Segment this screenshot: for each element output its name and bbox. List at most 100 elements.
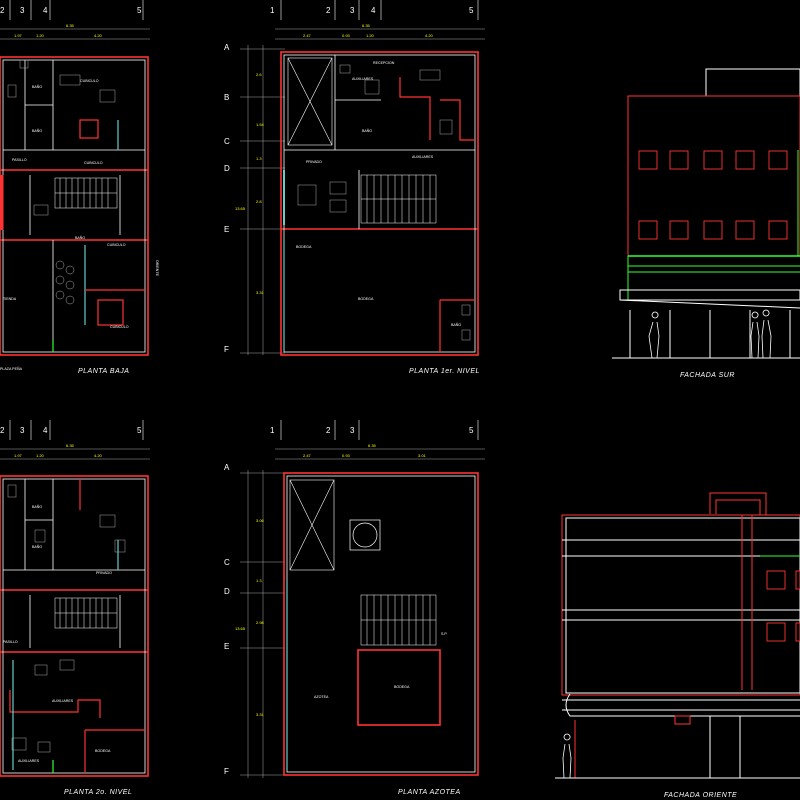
- grid-label: 3: [20, 6, 25, 15]
- dimension-text: 13.65: [235, 206, 246, 211]
- room-label: BAÑO: [32, 84, 42, 89]
- dimension-text: 1.20: [36, 33, 45, 38]
- dimension-text: 2.47: [303, 33, 312, 38]
- room-label: PASILLO: [12, 158, 27, 162]
- dimension-text: 2.8: [256, 199, 262, 204]
- outer-walls: [0, 475, 149, 777]
- elevation-title: FACHADA SUR: [680, 372, 735, 379]
- room-label: BODEGA: [95, 749, 111, 753]
- grid-row-label: E: [224, 225, 229, 234]
- plan-title: PLANTA 1er. NIVEL: [409, 368, 480, 375]
- staircase: [360, 174, 437, 224]
- elevation-fachada-sur: FACHADA SUR: [612, 68, 800, 379]
- grid-label: 5: [137, 6, 142, 15]
- grid-label: 2: [326, 6, 331, 15]
- dimension-text: 4.20: [94, 453, 103, 458]
- grid-label: 5: [469, 426, 474, 435]
- dimension-text: 3.31: [256, 712, 265, 717]
- room-label: PRIVADO: [306, 160, 322, 164]
- room-label: CUBICULO: [107, 243, 126, 247]
- staircase: [360, 594, 437, 646]
- dimension-text: 6.35: [66, 443, 75, 448]
- elevation-fachada-oriente: FACHADA ORIENTE: [555, 492, 800, 799]
- room-label: BAÑO: [75, 235, 85, 240]
- grid-column-markers: [9, 420, 144, 440]
- dimension-text: 2.47: [303, 453, 312, 458]
- grid-label: 2: [0, 6, 5, 15]
- dimension-text: 3.01: [418, 453, 427, 458]
- room-label: BAÑO: [32, 504, 42, 509]
- grid-label: 1: [270, 6, 275, 15]
- grid-label: 1: [270, 426, 275, 435]
- grid-label: 4: [371, 6, 376, 15]
- staircase: [54, 597, 118, 629]
- dimension-text: 2.98: [256, 620, 265, 625]
- dimension-lines: [240, 28, 485, 355]
- room-label: CUBICULO: [110, 325, 129, 329]
- dimension-text: 6.35: [368, 443, 377, 448]
- dimension-text: 6.35: [362, 23, 371, 28]
- room-label: AUXILIARES: [18, 759, 40, 763]
- room-label: PASILLO: [3, 640, 18, 644]
- room-label: BAÑO: [362, 128, 372, 133]
- room-label: AUXILIARES: [352, 77, 374, 81]
- dimension-text: 4.20: [425, 33, 434, 38]
- room-label: BAÑO: [32, 544, 42, 549]
- room-label: BAÑO: [32, 128, 42, 133]
- facade-windows: [638, 150, 788, 240]
- room-label: BAÑO: [451, 322, 461, 327]
- grid-row-label: A: [224, 463, 230, 472]
- dimension-text: 1.20: [36, 453, 45, 458]
- dimension-lines: [0, 448, 150, 460]
- dimension-lines: [0, 28, 150, 40]
- street-label: PLAZA PEÑA: [0, 366, 23, 371]
- accent-walls: [9, 479, 145, 773]
- grid-row-label: F: [224, 767, 229, 776]
- room-label: BODEGA: [296, 245, 312, 249]
- room-label: AUXILIARES: [52, 699, 74, 703]
- dimension-text: 1.54: [256, 122, 265, 127]
- orientation-label: ORIENTE: [155, 260, 159, 277]
- furniture: [7, 484, 126, 753]
- grid-label: 3: [350, 6, 355, 15]
- facade-windows: [766, 570, 800, 642]
- outer-walls: [280, 51, 479, 356]
- room-label: BODEGA: [394, 685, 410, 689]
- room-label: TIENDA: [3, 297, 17, 301]
- plan-planta-baja: 2 3 4 5 6.35 1.97 1.20 4.20: [0, 0, 159, 375]
- room-label: AZOTEA: [314, 695, 329, 699]
- grid-row-label: F: [224, 345, 229, 354]
- outer-walls: [283, 472, 479, 776]
- water-tank: [349, 519, 381, 551]
- plan-planta-1er-nivel: 1 2 3 4 5 6.35 2.47 0.93 1.20 4.20 2.6 1…: [224, 0, 485, 375]
- inner-walls: [2, 478, 146, 774]
- room-label: RECEPCION: [373, 61, 395, 65]
- grid-row-label: C: [224, 137, 230, 146]
- dimension-text: 1.3: [256, 578, 262, 583]
- grid-label: 4: [43, 6, 48, 15]
- dimension-text: 4.20: [94, 33, 103, 38]
- grid-label: 3: [350, 426, 355, 435]
- room-label: CUBICULO: [84, 161, 103, 165]
- grid-row-label: D: [224, 587, 230, 596]
- furniture: [297, 64, 471, 341]
- inner-walls: [2, 59, 146, 353]
- outer-walls: [0, 56, 149, 356]
- dimension-text: 6.35: [66, 23, 75, 28]
- plan-title: PLANTA 2o. NIVEL: [64, 789, 132, 796]
- dimension-text: 2.6: [256, 72, 262, 77]
- dimension-text: 3.31: [256, 290, 265, 295]
- staircase: [54, 177, 118, 209]
- grid-label: 2: [0, 426, 5, 435]
- dimension-text: 1.3: [256, 156, 262, 161]
- person-silhouettes: [648, 309, 772, 359]
- facade-outline: [555, 492, 800, 779]
- plan-planta-2o-nivel: 2 3 4 5 6.35 1.97 1.20 4.20: [0, 420, 150, 796]
- dimension-text: 1.20: [366, 33, 375, 38]
- grid-row-label: C: [224, 558, 230, 567]
- room-label: S.P.: [441, 632, 447, 636]
- dimension-text: 3.06: [256, 518, 265, 523]
- accent-walls: [0, 119, 145, 352]
- grid-column-markers: [280, 420, 479, 440]
